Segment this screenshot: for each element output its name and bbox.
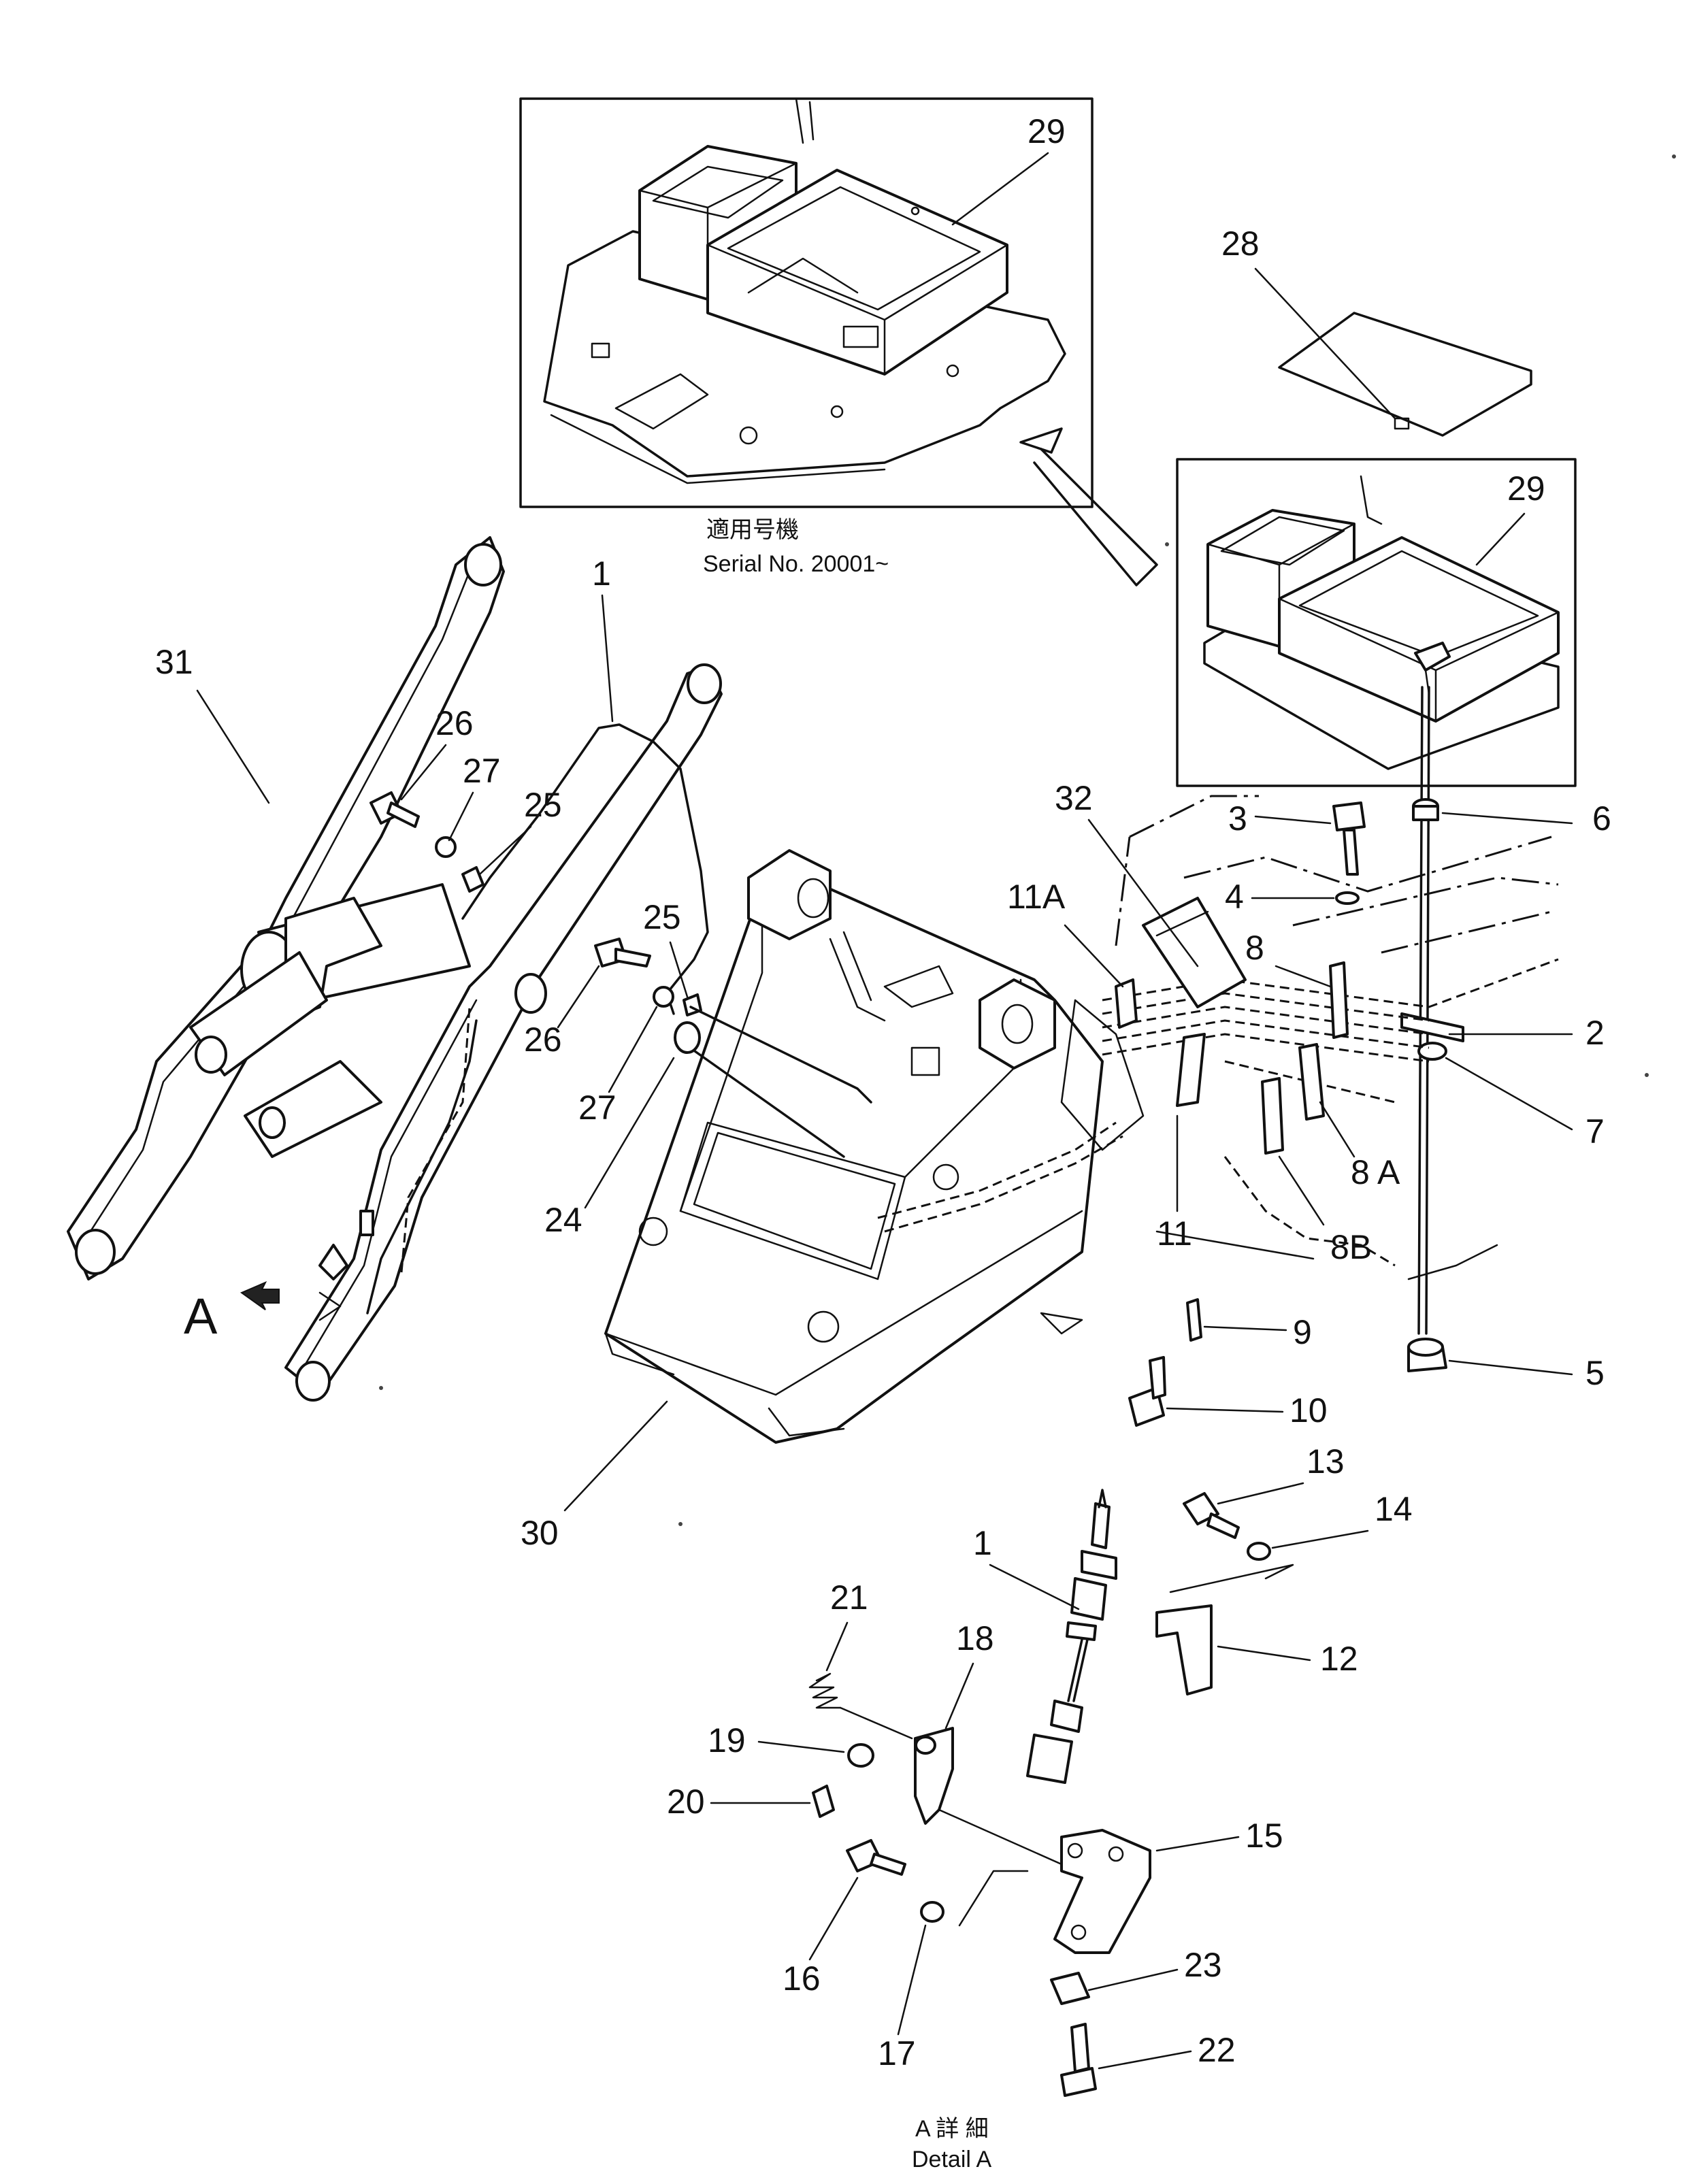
callout-6: 6 — [1592, 799, 1611, 838]
callout-32: 32 — [1055, 779, 1093, 817]
callout-29-main: 29 — [1507, 469, 1545, 508]
callout-30: 30 — [521, 1514, 559, 1552]
callout-31: 31 — [155, 643, 193, 681]
rod-assembly: 6 2 7 5 — [1400, 686, 1611, 1392]
callout-29-inset: 29 — [1028, 112, 1066, 150]
callout-26-top: 26 — [435, 704, 474, 742]
callout-8B: 8B — [1330, 1228, 1372, 1266]
callout-11A: 11A — [1007, 878, 1066, 916]
frame-30: 30 — [521, 849, 1145, 1552]
callout-3: 3 — [1228, 799, 1247, 838]
callout-11: 11 — [1157, 1214, 1192, 1253]
scan-specks — [379, 154, 1676, 1526]
callout-17: 17 — [878, 2034, 916, 2072]
inset-label-jp: 適用号機 — [706, 517, 799, 543]
callout-1-detail: 1 — [973, 1524, 992, 1562]
callout-13: 13 — [1306, 1442, 1345, 1480]
callout-12: 12 — [1320, 1640, 1358, 1678]
detail-label-jp: A 詳 細 — [915, 2116, 989, 2142]
callout-20: 20 — [667, 1783, 705, 1821]
callout-10: 10 — [1289, 1391, 1328, 1429]
detail-a-assembly: 1 12 13 14 18 21 19 20 — [667, 1442, 1413, 2172]
callout-1-cable: 1 — [592, 555, 611, 593]
callout-15: 15 — [1245, 1817, 1283, 1855]
plate-28: 28 — [1221, 225, 1532, 437]
inset-label-en: Serial No. 20001~ — [703, 551, 889, 577]
callout-25-top: 25 — [524, 786, 562, 824]
callout-8A: 8 A — [1351, 1153, 1400, 1191]
callout-16: 16 — [783, 1959, 821, 1998]
callout-5: 5 — [1585, 1354, 1605, 1392]
channel-assembly: 32 11A 11 8 8 A 8B 9 10 — [1007, 779, 1559, 1429]
callout-24: 24 — [544, 1201, 582, 1239]
callout-23: 23 — [1184, 1946, 1222, 1984]
callout-21: 21 — [830, 1578, 868, 1617]
clamps-and-bolts: 26 27 25 26 27 25 24 — [369, 704, 872, 1239]
arrow-to-inset — [1019, 427, 1158, 586]
callout-8: 8 — [1245, 929, 1264, 967]
callout-4: 4 — [1225, 878, 1244, 916]
detail-label-en: Detail A — [912, 2147, 991, 2172]
callout-26-bottom: 26 — [524, 1021, 562, 1059]
callout-18: 18 — [956, 1619, 994, 1657]
lift-arm-31: 31 — [67, 536, 505, 1280]
callout-2: 2 — [1585, 1014, 1605, 1052]
callout-22: 22 — [1198, 2031, 1236, 2069]
inset-panel: 29 適用号機 Serial No. 20001~ — [519, 97, 1094, 577]
callout-27-bottom: 27 — [578, 1089, 617, 1127]
callout-28: 28 — [1221, 225, 1260, 263]
callout-7: 7 — [1585, 1112, 1605, 1151]
callout-14: 14 — [1375, 1490, 1413, 1528]
callout-9: 9 — [1293, 1313, 1312, 1351]
bolt-3: 3 4 — [1225, 799, 1366, 916]
cab-base-29: 29 — [1176, 458, 1577, 787]
callout-27-top: 27 — [463, 752, 501, 790]
callout-25-bottom: 25 — [643, 898, 681, 936]
lift-arm-right: A 1 — [184, 555, 723, 1402]
view-arrow-label: A — [184, 1288, 218, 1344]
callout-19: 19 — [708, 1721, 746, 1759]
